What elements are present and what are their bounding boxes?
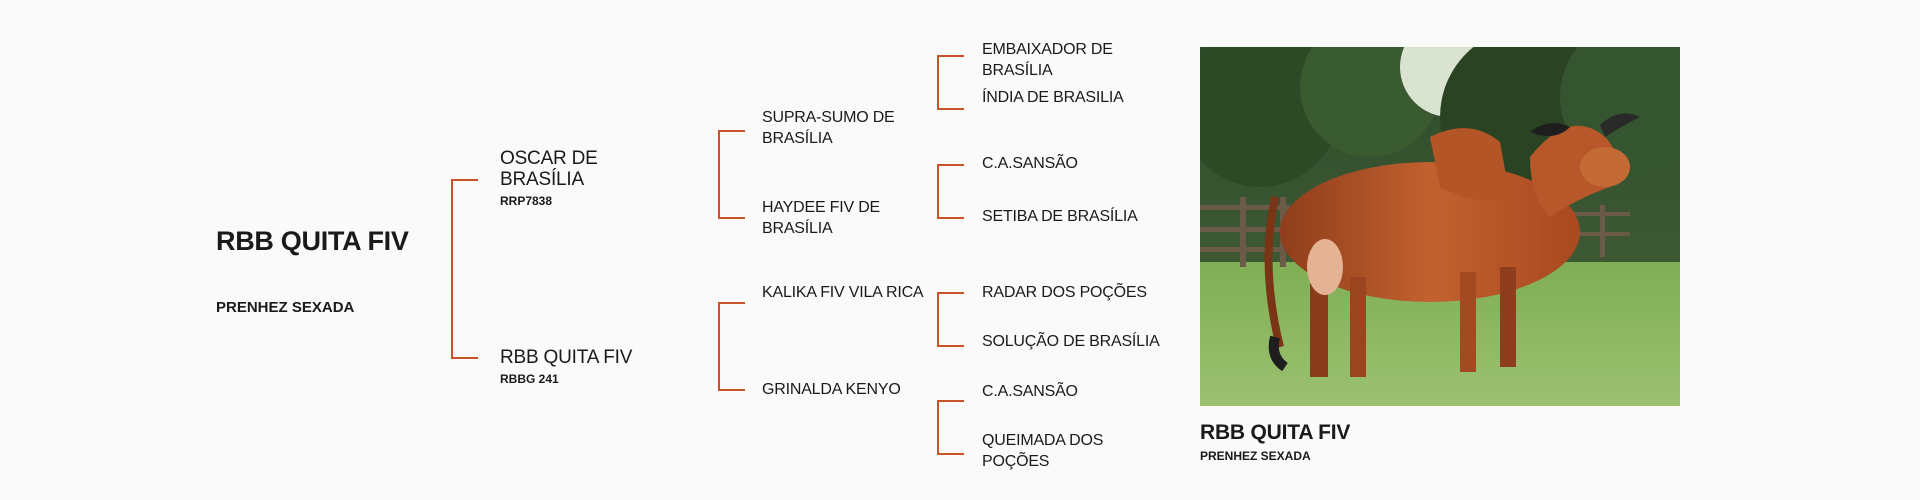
maternal-granddam: GRINALDA KENYO — [762, 381, 901, 398]
animal-subtitle: PRENHEZ SEXADA — [216, 299, 355, 316]
photo-caption-subtitle: PRENHEZ SEXADA — [1200, 449, 1311, 463]
pedigree-bracket-dam-parents — [718, 302, 745, 391]
pedigree-bracket-sire-parents — [718, 130, 745, 219]
sire-registration: RRP7838 — [500, 194, 553, 208]
great-grandparent: ÍNDIA DE BRASILIA — [982, 89, 1124, 106]
sire-block: OSCAR DE BRASÍLIA RRP7838 — [500, 148, 640, 208]
pedigree-bracket-parents — [451, 179, 478, 359]
pedigree-bracket-ggp-3 — [937, 292, 964, 347]
great-grandparent: EMBAIXADOR DE BRASÍLIA — [982, 41, 1113, 79]
great-grandparent: C.A.SANSÃO — [982, 155, 1078, 172]
dam-name: RBB QUITA FIV — [500, 347, 633, 368]
great-grandparent: RADAR DOS POÇÕES — [982, 284, 1147, 301]
animal-photo — [1200, 47, 1680, 406]
dam-block: RBB QUITA FIV RBBG 241 — [500, 347, 660, 386]
animal-name: RBB QUITA FIV — [216, 226, 409, 256]
pedigree-bracket-ggp-1 — [937, 55, 964, 110]
photo-caption-name: RBB QUITA FIV — [1200, 421, 1351, 444]
paternal-grandsire: SUPRA-SUMO DE BRASÍLIA — [762, 109, 895, 147]
dam-registration: RBBG 241 — [500, 372, 559, 386]
great-grandparent: QUEIMADA DOS POÇÕES — [982, 432, 1104, 470]
maternal-grandsire: KALIKA FIV VILA RICA — [762, 284, 924, 301]
pedigree-bracket-ggp-2 — [937, 164, 964, 219]
great-grandparent: SETIBA DE BRASÍLIA — [982, 208, 1138, 225]
great-grandparent: C.A.SANSÃO — [982, 383, 1078, 400]
sire-name: OSCAR DE BRASÍLIA — [500, 148, 598, 190]
pedigree-bracket-ggp-4 — [937, 400, 964, 455]
paternal-granddam: HAYDEE FIV DE BRASÍLIA — [762, 199, 881, 237]
great-grandparent: SOLUÇÃO DE BRASÍLIA — [982, 333, 1160, 350]
